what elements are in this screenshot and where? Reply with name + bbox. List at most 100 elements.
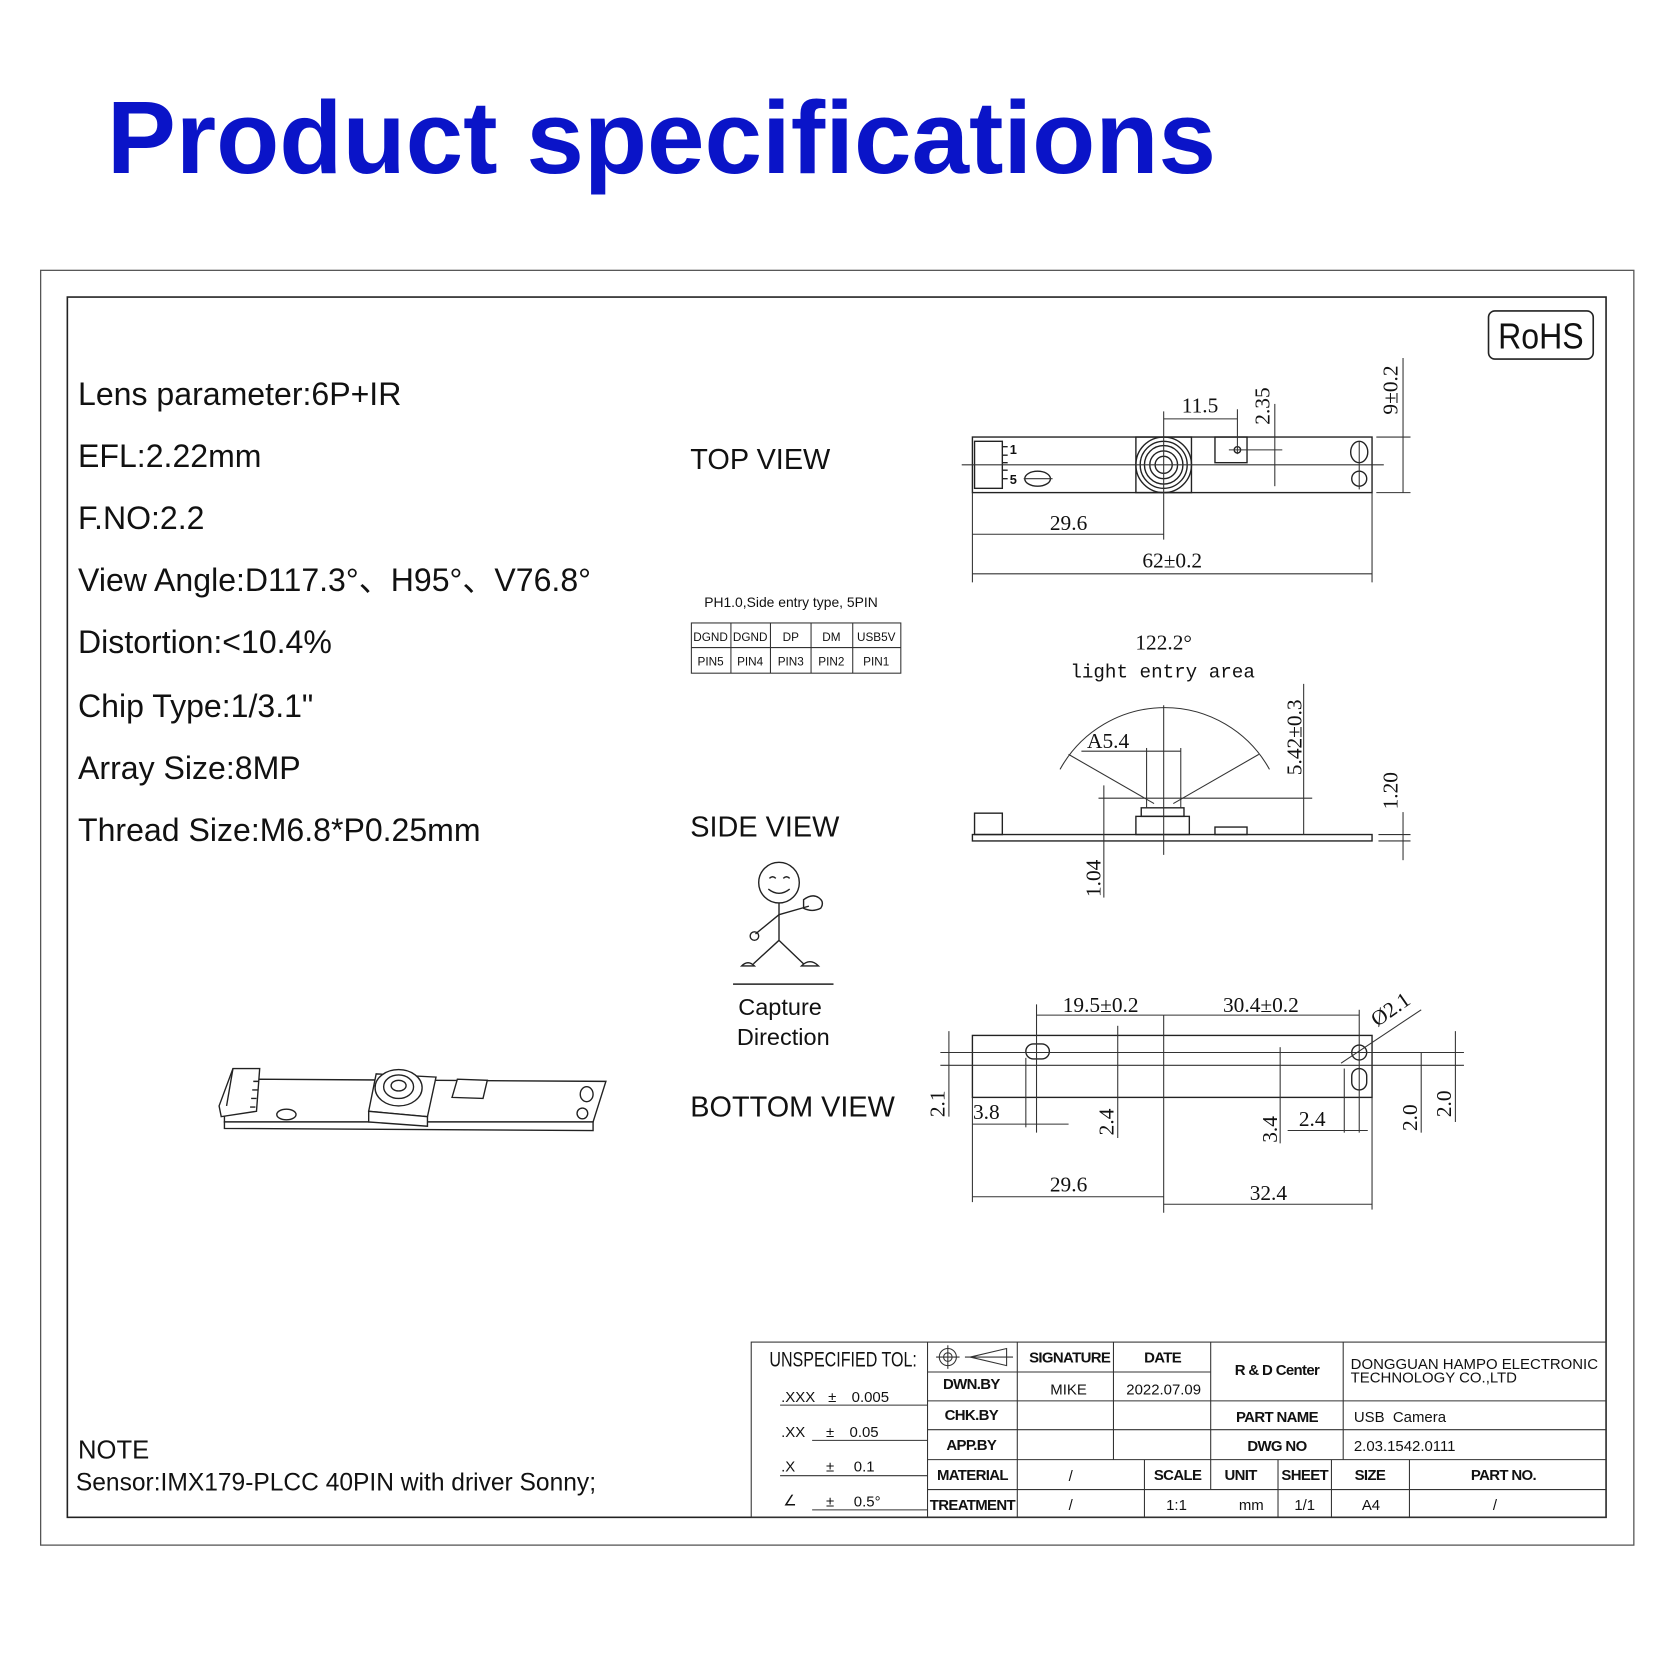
drawing-frame xyxy=(66,296,1607,1519)
dim-label: 29.6 xyxy=(1050,511,1088,535)
treatment-value: / xyxy=(1069,1497,1074,1514)
dim-label: 32.4 xyxy=(1250,1181,1288,1205)
dim-label: 11.5 xyxy=(1182,393,1219,417)
dim-label: 1.20 xyxy=(1379,772,1403,809)
dwg-no-label: DWG NO xyxy=(1247,1438,1306,1455)
bottom-view-label: BOTTOM VIEW xyxy=(690,1092,895,1124)
dwn-by-name: MIKE xyxy=(1050,1381,1087,1398)
light-entry-label: light entry area xyxy=(1070,661,1255,683)
date-header: DATE xyxy=(1144,1349,1182,1366)
dim-label: 3.8 xyxy=(973,1100,1000,1124)
dim-label: 2.35 xyxy=(1250,387,1274,424)
signal-cell: USB5V xyxy=(857,631,896,644)
sheet-label: SHEET xyxy=(1281,1467,1328,1484)
outer-border xyxy=(39,269,1635,1546)
signal-cell: DGND xyxy=(693,631,728,644)
dim-label: 62±0.2 xyxy=(1142,548,1202,572)
app-by-label: APP.BY xyxy=(946,1437,997,1454)
dim-label: 29.6 xyxy=(1050,1172,1088,1196)
unspecified-tol: UNSPECIFIED TOL: xyxy=(769,1348,916,1372)
camera-module-illustration xyxy=(218,1067,607,1132)
tol-pm: ± xyxy=(828,1389,836,1406)
treatment-label: TREATMENT xyxy=(930,1497,1016,1514)
side-view-drawing: 122.2° light entry area A5.4 5.42±0.3 xyxy=(971,631,1411,898)
top-view-drawing: 1 5 11.5 2.35 9±0.2 29.6 62±0.2 xyxy=(961,357,1411,583)
size-label: SIZE xyxy=(1355,1467,1386,1484)
dim-label: 1.04 xyxy=(1082,859,1106,897)
capture-line1: Capture xyxy=(738,994,822,1020)
pin-cell: PIN5 xyxy=(698,656,725,669)
bottom-view-drawing: 19.5±0.2 30.4±0.2 Ø2.1 2.1 3.8 2.4 3.4 2… xyxy=(926,987,1464,1213)
scale-value: 1:1 xyxy=(1166,1497,1187,1514)
dim-label: 19.5±0.2 xyxy=(1063,993,1139,1017)
spec-distortion: Distortion:<10.4% xyxy=(78,624,332,660)
dim-label: Ø2.1 xyxy=(1366,987,1414,1031)
connector-caption: PH1.0,Side entry type, 5PIN xyxy=(704,594,878,610)
dim-label: A5.4 xyxy=(1087,729,1129,753)
tol-key: .X xyxy=(781,1458,795,1475)
dim-label: 2.4 xyxy=(1094,1108,1118,1135)
pin-cell: PIN3 xyxy=(778,656,805,669)
page-title: Product specifications xyxy=(107,80,1216,195)
part-no-value: / xyxy=(1493,1497,1498,1514)
top-view-label: TOP VIEW xyxy=(690,444,831,476)
sheet-value: 1/1 xyxy=(1294,1497,1315,1514)
dim-label: 3.4 xyxy=(1258,1116,1282,1143)
rohs-badge: RoHS xyxy=(1487,310,1595,360)
spec-array: Array Size:8MP xyxy=(78,750,301,786)
side-view-label: SIDE VIEW xyxy=(690,812,840,844)
capture-line2: Direction xyxy=(737,1024,830,1050)
company-line1: DONGGUAN HAMPO ELECTRONIC xyxy=(1351,1356,1599,1373)
rd-center: R & D Center xyxy=(1235,1362,1320,1379)
signal-cell: DM xyxy=(822,631,840,644)
pin-cell: PIN4 xyxy=(737,656,764,669)
tol-value: 0.005 xyxy=(852,1389,889,1406)
part-name-label: PART NAME xyxy=(1236,1409,1319,1426)
tol-key: .XX xyxy=(781,1424,805,1441)
dim-label: 2.1 xyxy=(926,1090,950,1117)
scale-label: SCALE xyxy=(1154,1467,1202,1484)
tol-value: 0.05 xyxy=(850,1424,879,1441)
note-text: Sensor:IMX179-PLCC 40PIN with driver Son… xyxy=(76,1470,596,1497)
size-value: A4 xyxy=(1362,1497,1380,1514)
spec-efl: EFL:2.22mm xyxy=(78,438,261,474)
rohs-label: RoHS xyxy=(1498,315,1583,356)
signature-header: SIGNATURE xyxy=(1029,1349,1111,1366)
dim-label: 2.0 xyxy=(1398,1104,1422,1131)
unit-value: mm xyxy=(1239,1497,1264,1514)
pin-cell: PIN1 xyxy=(863,656,889,669)
dim-label: 2.4 xyxy=(1299,1107,1326,1131)
chk-by-label: CHK.BY xyxy=(945,1407,999,1424)
spec-fno: F.NO:2.2 xyxy=(78,500,204,536)
unit-label: UNIT xyxy=(1224,1467,1257,1484)
part-no-label: PART NO. xyxy=(1471,1467,1537,1484)
title-block: UNSPECIFIED TOL: .XXX ± 0.005 .XX ± 0.05… xyxy=(750,1341,1607,1518)
dim-label: 2.0 xyxy=(1432,1090,1456,1117)
spec-list: Lens parameter:6P+IR EFL:2.22mm F.NO:2.2… xyxy=(78,376,591,848)
dwn-by-date: 2022.07.09 xyxy=(1126,1381,1201,1398)
material-value: / xyxy=(1069,1468,1074,1485)
dim-label: 5.42±0.3 xyxy=(1283,699,1307,775)
dwn-by-label: DWN.BY xyxy=(943,1376,1000,1393)
dwg-no-value: 2.03.1542.0111 xyxy=(1354,1438,1456,1455)
dim-label: 30.4±0.2 xyxy=(1223,993,1299,1017)
spec-view-angle: View Angle:D117.3°、H95°、V76.8° xyxy=(78,562,591,598)
material-label: MATERIAL xyxy=(937,1467,1008,1484)
connector-pin-table: PH1.0,Side entry type, 5PIN DGND DGND DP… xyxy=(690,594,902,674)
stick-figure-icon xyxy=(739,861,824,967)
spec-lens: Lens parameter:6P+IR xyxy=(78,376,401,412)
tol-pm: ± xyxy=(826,1458,834,1475)
pin-cell: PIN2 xyxy=(818,656,844,669)
dim-label: 122.2° xyxy=(1135,631,1192,655)
tol-key: ∠ xyxy=(783,1493,796,1510)
projection-symbol-icon xyxy=(936,1345,1014,1369)
spec-thread: Thread Size:M6.8*P0.25mm xyxy=(78,812,481,848)
part-name-value: USB Camera xyxy=(1354,1409,1447,1426)
spec-chip: Chip Type:1/3.1" xyxy=(78,688,313,724)
tol-key: .XXX xyxy=(781,1389,815,1406)
pin-mark-5: 5 xyxy=(1010,472,1017,487)
note-title: NOTE xyxy=(78,1437,149,1465)
signal-cell: DP xyxy=(783,631,799,644)
tol-value: 0.5° xyxy=(854,1494,881,1511)
